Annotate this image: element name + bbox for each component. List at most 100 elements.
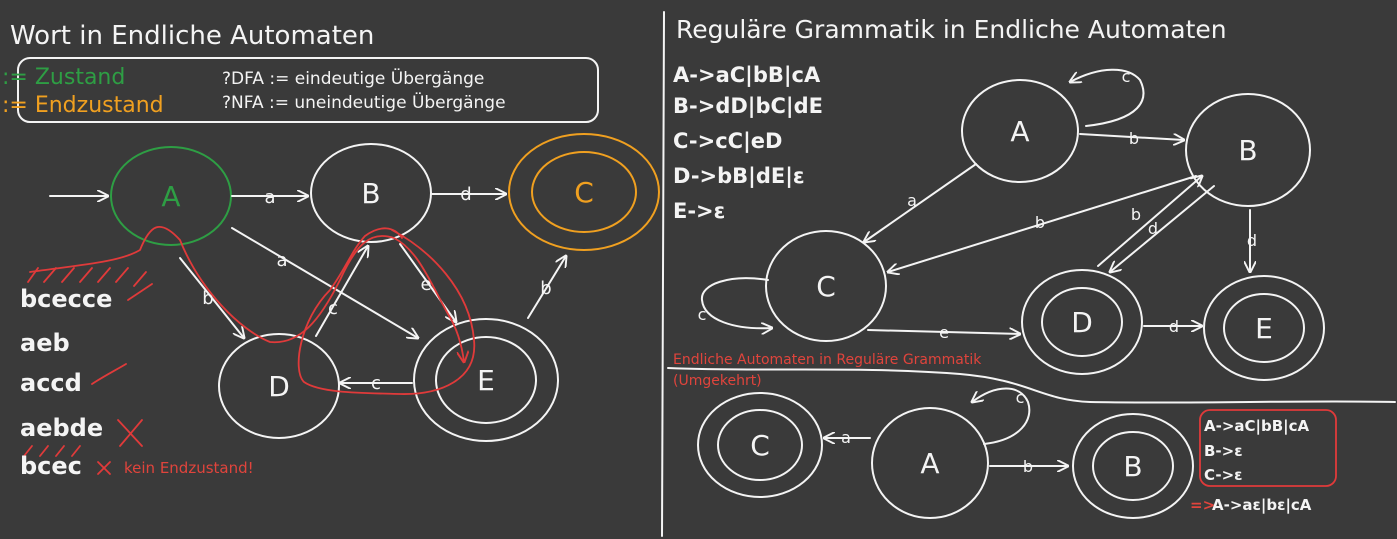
right-edge-a-b-label: b [1129,129,1139,148]
reverse-state-c-outer [697,392,823,498]
reverse-state-b-outer [1072,413,1194,519]
reverse-result: A->aε|bε|cA [1212,496,1312,515]
left-edge-a-b-label: a [264,187,275,208]
reverse-state-b-inner [1092,431,1174,501]
left-state-e-outer [413,318,559,442]
right-state-d-label: D [1071,306,1093,339]
grammar-line-4: D->bB|dE|ε [673,164,805,189]
left-edge-e-c [527,256,566,319]
reverse-state-a-circle [871,407,989,519]
word-4-cross [117,419,143,447]
word-2: aeb [20,329,70,357]
word-3-check [91,363,127,385]
right-state-a-label: A [1010,115,1029,148]
left-word-trace-loop [297,227,476,395]
reverse-grammar-line-2: B->ε [1204,442,1243,460]
right-state-b-label: B [1238,134,1257,167]
legend-dfa: ?DFA := eindeutige Übergänge [222,67,484,89]
vertical-divider [661,11,665,537]
reverse-edge-a-c-label: a [841,428,851,447]
left-state-c-inner [531,151,637,233]
word-marks [27,267,147,287]
left-state-c-label: C [574,176,594,209]
right-state-e-label: E [1255,312,1273,345]
left-edge-d-b [315,246,368,337]
right-edge-a-loop [1070,68,1145,127]
horizontal-divider [667,367,1396,404]
reverse-title: Endliche Automaten in Reguläre Grammatik [673,352,982,368]
right-state-d-inner [1041,287,1123,357]
right-edge-a-b [1079,133,1184,140]
left-state-e-inner [435,336,537,424]
right-edge-c-d [867,330,1020,334]
grammar-line-1: A->aC|bB|cA [673,63,821,88]
right-edge-b-c-label: b [1035,213,1045,232]
left-edge-e-d-label: c [371,373,381,394]
right-state-e-inner [1223,293,1305,363]
word-4: aebde [20,414,103,442]
right-edge-a-c [864,163,977,242]
right-state-a-circle [961,79,1079,183]
left-edge-a-e-label: a [276,250,287,271]
right-edge-d-b [1097,176,1202,267]
right-state-e-outer [1203,275,1325,381]
right-edge-a-loop-label: c [1122,67,1131,86]
left-state-b-label: B [361,177,380,210]
word-5-marks [23,445,81,457]
reverse-edge-a-loop [972,387,1031,445]
right-state-c-label: C [816,270,836,303]
legend-box [17,57,599,123]
left-title: Wort in Endliche Automaten [10,21,374,51]
right-edge-d-b-label: b [1131,205,1141,224]
word-5: bcec [20,452,82,480]
right-edge-c-d-label: e [939,323,949,342]
right-edge-c-loop-label: c [698,305,707,324]
grammar-line-5: E->ε [673,199,725,223]
left-state-a-label: A [161,180,180,213]
word-1: bcecce [20,285,112,313]
reverse-edge-a-loop-label: c [1016,388,1025,407]
word-5-cross [97,461,111,475]
legend-nfa: ?NFA := uneindeutige Übergänge [222,91,506,113]
left-state-e-label: E [477,364,495,397]
reverse-state-a-label: A [920,447,939,480]
word-1-check [127,283,153,301]
reverse-grammar-line-1: A->aC|bB|cA [1204,417,1310,436]
legend-zustand: := Zustand [2,65,125,90]
right-edge-b-e-label: d [1247,231,1257,250]
left-edge-b-e [399,243,456,322]
right-edge-c-loop [700,277,772,328]
right-state-d-outer [1021,269,1143,375]
right-state-b-circle [1185,93,1311,207]
grammar-line-2: B->dD|bC|dE [673,94,823,119]
left-edge-d-b-label: c [328,298,338,319]
word-5-note: kein Endzustand! [124,459,254,477]
right-state-c-circle [765,230,887,342]
left-state-d-label: D [268,370,290,403]
right-edge-a-c-label: a [907,191,917,210]
right-title: Reguläre Grammatik in Endliche Automaten [676,15,1227,44]
left-edge-a-d [179,257,244,338]
left-edge-b-e-label: e [420,274,431,295]
right-edge-b-d [1110,185,1215,272]
reverse-state-b-label: B [1123,450,1142,483]
reverse-result-arrow: => [1190,496,1215,514]
reverse-grammar-box [1199,409,1337,487]
right-edge-b-c [888,175,1197,272]
left-edge-a-e [231,227,418,338]
left-state-b-circle [310,143,432,243]
word-3: accd [20,369,82,397]
left-state-c-outer [508,133,660,251]
reverse-grammar-line-3: C->ε [1204,466,1243,484]
right-edge-b-d-label: d [1148,219,1158,238]
grammar-line-3: C->cC|eD [673,129,782,154]
left-word-trace [29,225,464,362]
left-edge-e-c-label: b [540,278,551,299]
reverse-state-c-label: C [750,429,770,462]
left-edge-b-c-label: d [460,184,471,205]
reverse-state-c-inner [717,409,803,481]
legend-endzustand: := Endzustand [2,93,164,118]
reverse-subtitle: (Umgekehrt) [673,373,762,389]
right-edge-d-e-label: d [1169,317,1179,336]
